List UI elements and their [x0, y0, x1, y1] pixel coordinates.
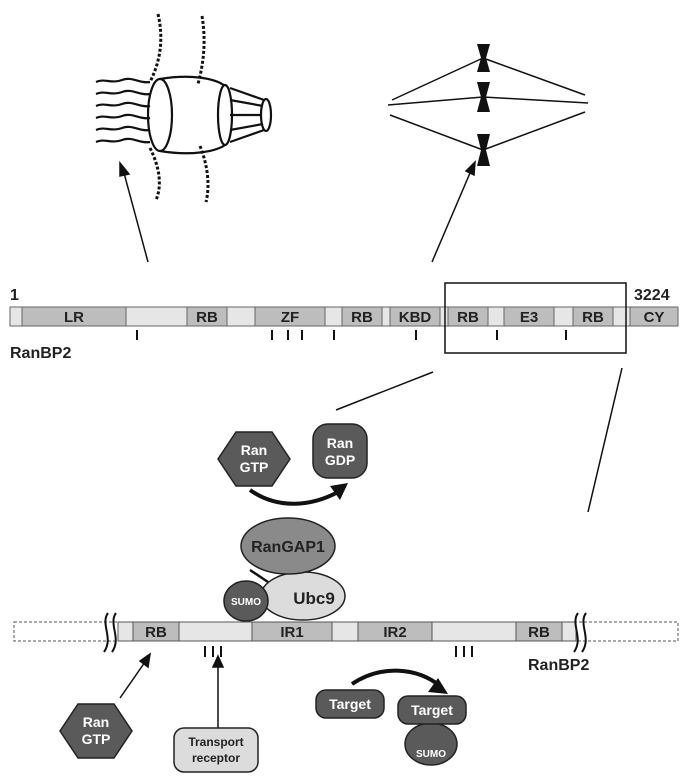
svg-text:SUMO: SUMO — [416, 749, 446, 760]
domain-lr-label: LR — [64, 309, 84, 326]
hydrolysis-arrow — [248, 483, 348, 506]
svg-text:Transport: Transport — [188, 735, 243, 749]
bottom-protein-name: RanBP2 — [528, 657, 589, 674]
domain-rb-2 — [341, 306, 383, 327]
rangap1-label: RanGAP1 — [251, 539, 325, 556]
bottom-protein: RB IR1 IR2 RB RanBP2 — [13, 612, 679, 674]
svg-text:Ran: Ran — [241, 442, 267, 458]
zoom-box — [444, 282, 627, 354]
svg-text:Target: Target — [329, 696, 371, 712]
domain-cy-label: CY — [644, 309, 665, 326]
domain-kbd — [389, 306, 441, 327]
ran-gdp: Ran GDP — [312, 423, 368, 479]
ran-gtp-top: Ran GTP — [217, 431, 291, 487]
chromosome-icon — [477, 44, 490, 166]
protein-end-label: 3224 — [634, 287, 670, 304]
mitotic-spindle-illustration — [387, 44, 589, 166]
domain-e3-label: E3 — [520, 309, 538, 326]
sumo-rangap1-complex: Ubc9 RanGAP1 SUMO — [223, 517, 346, 622]
svg-text:GDP: GDP — [325, 452, 355, 468]
svg-text:Ran: Ran — [327, 435, 353, 451]
bottom-domain-rb-2-label: RB — [528, 624, 550, 641]
bottom-domain-ir2-label: IR2 — [383, 624, 406, 641]
target: Target — [315, 689, 385, 719]
ran-gtp-bottom: Ran GTP — [59, 703, 133, 759]
domain-e3 — [503, 306, 555, 327]
top-protein: 1 3224 LR RB ZF RB KBD RB E3 RB CY — [9, 282, 679, 362]
svg-text:GTP: GTP — [82, 731, 111, 747]
domain-rb-1 — [186, 306, 228, 327]
ubc9-label: Ubc9 — [293, 589, 335, 608]
domain-rb-3 — [447, 306, 489, 327]
bottom-site-ticks — [204, 646, 473, 657]
bottom-domain-ir1 — [251, 621, 333, 642]
break-marks — [103, 612, 587, 653]
target-sumo-target — [397, 695, 467, 725]
transport-receptor: Transport receptor — [173, 727, 259, 773]
top-arrows — [119, 160, 476, 263]
bottom-domain-rb-2 — [515, 621, 563, 642]
nuclear-pore-illustration — [95, 13, 273, 203]
bottom-arrows — [119, 652, 225, 728]
svg-text:receptor: receptor — [192, 751, 240, 765]
domain-rb-3-label: RB — [457, 309, 479, 326]
rangap1 — [240, 517, 336, 575]
domain-cy — [629, 306, 679, 327]
sumo-label: SUMO — [231, 597, 261, 608]
domain-zf-label: ZF — [281, 309, 299, 326]
bottom-domain-rb-1-label: RB — [145, 624, 167, 641]
top-protein-name: RanBP2 — [10, 345, 71, 362]
protein-start-label: 1 — [10, 287, 19, 304]
domain-kbd-label: KBD — [399, 309, 432, 326]
svg-text:Ran: Ran — [83, 714, 109, 730]
domain-rb-4 — [572, 306, 614, 327]
sumoylation-arrow — [350, 668, 448, 694]
bottom-protein-bar — [117, 621, 577, 642]
zoom-lines — [335, 367, 623, 513]
domain-lr — [21, 306, 127, 327]
bottom-domain-ir1-label: IR1 — [280, 624, 303, 641]
target-sumo: SUMO Target — [397, 695, 467, 766]
bottom-domain-rb-1 — [132, 621, 180, 642]
svg-text:Target: Target — [411, 702, 453, 718]
domain-rb-4-label: RB — [582, 309, 604, 326]
top-site-ticks — [136, 330, 567, 340]
domain-rb-1-label: RB — [196, 309, 218, 326]
svg-text:GTP: GTP — [240, 459, 269, 475]
bottom-domain-ir2 — [357, 621, 433, 642]
sumo — [223, 580, 269, 622]
domain-rb-2-label: RB — [351, 309, 373, 326]
domain-zf — [254, 306, 326, 327]
